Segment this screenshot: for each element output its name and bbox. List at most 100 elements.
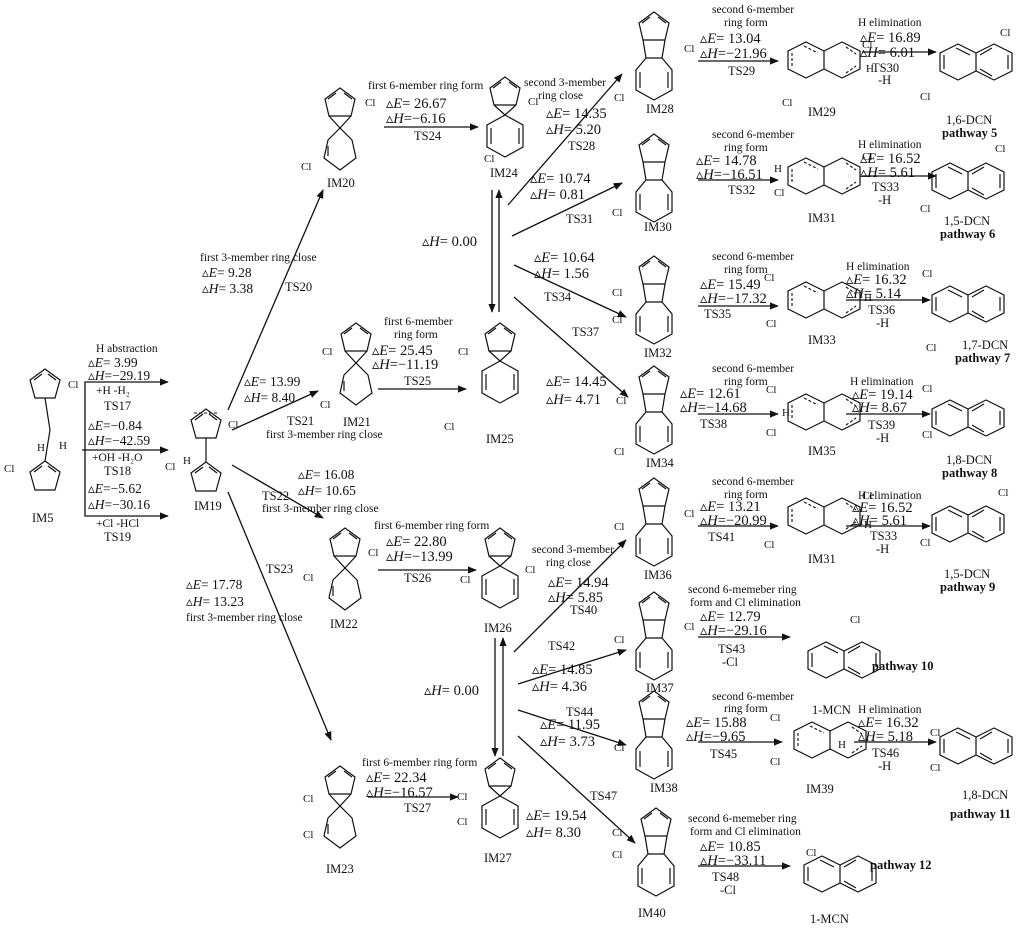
svg-text:ring form: ring form — [724, 17, 768, 29]
IM39-label: IM39 — [806, 782, 834, 796]
arrow-ts21 — [231, 390, 319, 431]
svg-text:TS33: TS33 — [870, 529, 897, 543]
svg-text:Cl: Cl — [614, 742, 624, 754]
svg-text:▵E= 22.80: ▵E= 22.80 — [386, 534, 447, 550]
eq25-energy: ▵E= 14.45 ▵H= 4.71 — [546, 374, 607, 408]
IM29-label: IM29 — [808, 105, 836, 119]
ts43-energy: second 6-memeber ring form and Cl elimin… — [688, 584, 801, 669]
svg-text:Cl: Cl — [922, 383, 932, 395]
svg-text:H: H — [774, 163, 782, 175]
svg-text:-H: -H — [878, 73, 891, 87]
eq27-energy: ▵E= 19.54 ▵H= 8.30 — [526, 808, 587, 841]
svg-text:Cl: Cl — [862, 39, 872, 51]
svg-text:Cl: Cl — [614, 521, 624, 533]
svg-text:H: H — [864, 519, 872, 531]
ts25-energy: first 6-member ring form ▵E= 25.45 ▵H=−1… — [372, 316, 453, 388]
svg-text:ring form: ring form — [724, 142, 768, 154]
svg-text:▵H= 1.56: ▵H= 1.56 — [534, 266, 589, 282]
ts22-energy: ▵E= 16.08 ▵H= 10.65 TS22 first 3-member … — [262, 467, 379, 515]
svg-text:H: H — [866, 63, 874, 75]
svg-text:Cl: Cl — [926, 342, 936, 354]
IM32-label: IM32 — [644, 346, 672, 360]
svg-text:TS18: TS18 — [104, 464, 131, 478]
svg-text:second 6-member: second 6-member — [712, 4, 794, 16]
svg-text:▵E=−5.62: ▵E=−5.62 — [88, 481, 142, 496]
svg-text:▵H=−16.51: ▵H=−16.51 — [696, 167, 763, 183]
ts37-label: TS37 — [572, 325, 599, 339]
svg-text:-Cl: -Cl — [720, 883, 737, 897]
IM27-structure: Cl Cl — [457, 757, 519, 839]
svg-text:Cl: Cl — [920, 91, 930, 103]
product-11-label: 1,8-DCN — [962, 788, 1008, 802]
IM33-label: IM33 — [808, 333, 836, 347]
ts18-energy: ▵E=−0.84 ▵H=−42.59 +OH -H₂O TS18 — [88, 418, 150, 478]
svg-text:Cl: Cl — [995, 143, 1005, 155]
svg-text:Cl: Cl — [612, 849, 622, 861]
ts19-energy: ▵E=−5.62 ▵H=−30.16 +Cl -HCl TS19 — [88, 481, 150, 544]
IM36-structure: Cl Cl — [614, 477, 694, 567]
IM24-structure: Cl Cl — [484, 76, 538, 165]
svg-text:▵H= 6.01: ▵H= 6.01 — [860, 45, 915, 61]
IM31b-structure: Cl H Cl — [764, 490, 872, 551]
DCN-1,8-structure: Cl Cl — [922, 383, 1005, 441]
IM22-label: IM22 — [330, 617, 358, 631]
svg-text:Cl: Cl — [616, 395, 626, 407]
svg-text:▵E= 14.85: ▵E= 14.85 — [532, 662, 593, 678]
ts42-energy: TS42 ▵E= 14.85 ▵H= 4.36 — [532, 639, 593, 695]
svg-text:▵H= 5.20: ▵H= 5.20 — [546, 122, 601, 138]
svg-text:▵H= 3.73: ▵H= 3.73 — [540, 734, 595, 750]
ts44-energy: TS44 ▵E= 11.95 ▵H= 3.73 — [540, 705, 600, 750]
svg-text:▵E= 22.34: ▵E= 22.34 — [366, 770, 427, 786]
ts31-energy: ▵E= 10.74 ▵H= 0.81 TS31 — [530, 171, 593, 226]
product-5-label: 1,6-DCN — [946, 113, 992, 127]
svg-text:Cl: Cl — [806, 847, 816, 859]
svg-text:▵E= 16.52: ▵E= 16.52 — [852, 500, 913, 516]
svg-text:Cl: Cl — [920, 203, 930, 215]
svg-text:TS33: TS33 — [872, 180, 899, 194]
IM5-structure: Cl Cl H H — [4, 368, 78, 491]
pathway-8-label: pathway 8 — [942, 466, 997, 480]
svg-text:▵E= 25.45: ▵E= 25.45 — [372, 343, 433, 359]
svg-text:Cl: Cl — [684, 621, 694, 633]
svg-text:Cl: Cl — [764, 539, 774, 551]
IM35-label: IM35 — [808, 444, 836, 458]
svg-text:▵E= 15.49: ▵E= 15.49 — [700, 277, 761, 293]
IM31-label: IM31 — [808, 211, 836, 225]
svg-text:▵E= 16.52: ▵E= 16.52 — [860, 151, 921, 167]
svg-text:first 6-member ring form: first 6-member ring form — [368, 80, 483, 92]
ts27-energy: first 6-member ring form ▵E= 22.34 ▵H=−1… — [362, 757, 477, 815]
arrow-ts31 — [511, 182, 623, 237]
svg-text:Cl: Cl — [1000, 27, 1010, 39]
product-7-label: 1,7-DCN — [962, 338, 1008, 352]
IM25-structure: Cl Cl — [444, 322, 519, 433]
IM38-structure: Cl — [614, 690, 673, 780]
arrow-ts34 — [513, 264, 627, 318]
pathway-7-label: pathway 7 — [955, 351, 1010, 365]
ts41-energy: second 6-member ring form ▵E= 13.21 ▵H=−… — [700, 476, 794, 544]
IM30-label: IM30 — [644, 220, 672, 234]
IM32-structure: Cl Cl — [612, 255, 673, 345]
svg-text:H: H — [183, 455, 191, 467]
svg-text:▵E= 16.32: ▵E= 16.32 — [858, 715, 919, 731]
svg-text:▵E= 10.74: ▵E= 10.74 — [530, 171, 591, 187]
svg-text:-H: -H — [878, 193, 891, 207]
arrow-ts40 — [513, 539, 627, 653]
IM35-structure: Cl H Cl — [766, 384, 861, 439]
svg-text:▵H=−9.65: ▵H=−9.65 — [686, 729, 746, 745]
IM29-structure: Cl H Cl — [782, 39, 874, 109]
svg-text:+OH -H₂O: +OH -H₂O — [92, 452, 142, 464]
IM39-structure: Cl H Cl — [770, 712, 867, 768]
svg-text:Cl: Cl — [862, 151, 872, 163]
svg-text:▵H= 8.67: ▵H= 8.67 — [852, 400, 907, 416]
svg-text:▵E= 15.88: ▵E= 15.88 — [686, 715, 747, 731]
IM40-label: IM40 — [638, 906, 666, 920]
ts30-energy: H elimination ▵E= 16.89 ▵H= 6.01 TS30 -H — [858, 17, 922, 87]
svg-text:Cl: Cl — [774, 187, 784, 199]
IM5-label: IM5 — [32, 511, 54, 525]
MCN10-structure: Cl — [807, 614, 881, 679]
svg-text:▵H= 10.65: ▵H= 10.65 — [298, 483, 356, 498]
svg-text:second 6-member: second 6-member — [712, 129, 794, 141]
svg-text:Cl: Cl — [301, 161, 311, 173]
IM26-structure: Cl Cl — [460, 527, 535, 609]
svg-text:-H: -H — [876, 542, 889, 556]
